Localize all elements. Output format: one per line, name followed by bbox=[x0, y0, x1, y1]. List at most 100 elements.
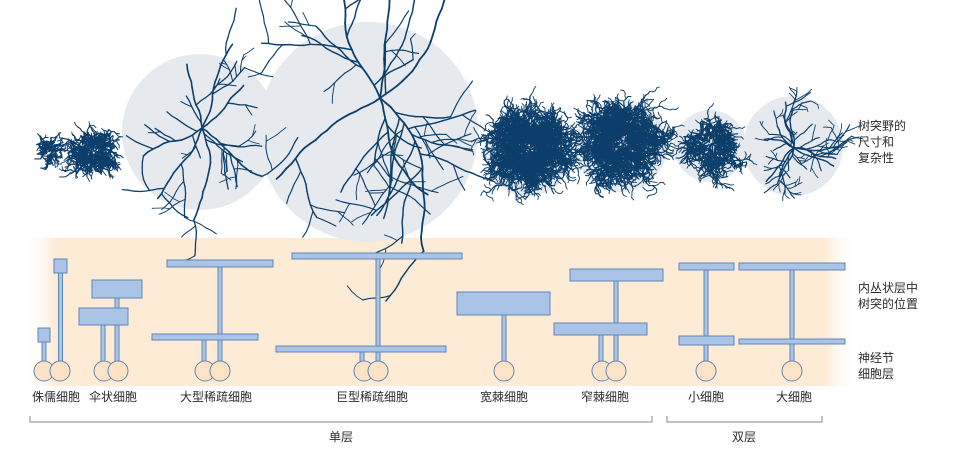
dendrite-parasol bbox=[62, 169, 66, 173]
dendrite-parasol bbox=[74, 153, 77, 158]
dendrite-large-sparse bbox=[185, 229, 192, 234]
dendrite-large-sparse bbox=[260, 73, 268, 77]
dendrite-giant-sparse bbox=[442, 0, 446, 3]
dendrite-giant-sparse bbox=[261, 66, 266, 74]
dendrite-parasol bbox=[115, 146, 119, 151]
dendrite-large-sparse bbox=[235, 170, 238, 178]
dendrite-parasol bbox=[75, 164, 78, 168]
dendrite-giant-sparse bbox=[440, 1, 445, 10]
dendrite-dwarf bbox=[61, 139, 64, 144]
dendrite-broad-thorny bbox=[577, 180, 580, 185]
dendrite-giant-sparse bbox=[315, 25, 322, 32]
dendrite-parasol bbox=[65, 174, 69, 178]
dendrite-large-sparse bbox=[211, 87, 215, 95]
dendrite-giant-sparse bbox=[368, 297, 378, 299]
dendrite-parasol bbox=[85, 132, 87, 137]
dendrite-giant-sparse bbox=[264, 60, 270, 68]
dendrite-dwarf bbox=[58, 151, 63, 155]
dendrite-giant-sparse bbox=[263, 22, 267, 31]
dendrite-large-sparse bbox=[201, 190, 204, 199]
dendrite-large-sparse bbox=[224, 42, 227, 50]
dendrite-dwarf bbox=[57, 131, 60, 136]
dendrite-parasol bbox=[116, 156, 121, 159]
dendrite-giant-sparse bbox=[421, 215, 425, 225]
dendrite-giant-sparse bbox=[421, 173, 424, 183]
dendrite-giant-sparse bbox=[344, 21, 347, 31]
dendrite-large-sparse bbox=[226, 102, 235, 105]
dendrite-large-sparse bbox=[158, 211, 166, 215]
dendrite-dwarf bbox=[49, 160, 52, 165]
dendrite-giant-sparse bbox=[422, 194, 426, 204]
dendrite-parasol bbox=[75, 162, 79, 166]
dendrite-giant-sparse bbox=[301, 23, 310, 26]
dendrite-large-sparse bbox=[234, 7, 237, 15]
dendrite-large-sparse bbox=[229, 25, 233, 32]
dendrite-giant-sparse bbox=[411, 45, 414, 54]
dendrite-large-sparse bbox=[183, 198, 186, 206]
dendrite-parasol bbox=[103, 140, 106, 145]
dendrite-parasol bbox=[83, 133, 85, 138]
dendrite-parasol bbox=[104, 155, 109, 157]
dendrite-large-sparse bbox=[192, 92, 195, 101]
dendrite-large-sparse bbox=[227, 30, 231, 38]
dendrite-parasol bbox=[109, 134, 114, 139]
dendrite-parasol bbox=[118, 167, 122, 171]
dendrite-giant-sparse bbox=[259, 1, 263, 10]
dendrite-parasol bbox=[103, 172, 107, 176]
dendrite-large-sparse bbox=[194, 225, 198, 233]
dendrite-dwarf bbox=[38, 141, 42, 145]
dendrite-large-sparse bbox=[184, 186, 187, 194]
dendrite-parasol bbox=[70, 157, 74, 162]
dendrite-giant-sparse bbox=[471, 172, 480, 177]
dendrite-giant-sparse bbox=[279, 25, 288, 28]
dendrite-dwarf bbox=[36, 151, 41, 155]
dendrite-broad-thorny bbox=[482, 173, 487, 176]
dendrite-giant-sparse bbox=[421, 115, 431, 119]
dendrite-parasol bbox=[72, 133, 76, 138]
dendrite-broad-thorny bbox=[501, 113, 504, 117]
dendrite-giant-sparse bbox=[288, 43, 298, 47]
dendrite-giant-sparse bbox=[390, 49, 399, 51]
dendrite-large-sparse bbox=[236, 164, 239, 172]
dendrite-giant-sparse bbox=[305, 224, 310, 232]
dendrite-broad-thorny bbox=[565, 185, 568, 190]
dendrite-parasol bbox=[74, 121, 77, 126]
dendrite-giant-sparse bbox=[409, 11, 414, 20]
dendrite-large-sparse bbox=[210, 99, 214, 107]
dendrite-parasol bbox=[92, 128, 96, 133]
dendrite-dwarf bbox=[39, 143, 42, 147]
dendrite-parasol bbox=[78, 136, 82, 140]
dendrite-dwarf bbox=[55, 152, 59, 157]
dendritic-fields bbox=[122, 22, 843, 242]
dendrite-parasol bbox=[77, 126, 81, 130]
dendrite-dwarf bbox=[56, 163, 59, 168]
field-circle-giant-sparse bbox=[258, 22, 478, 242]
layer-band bbox=[22, 238, 858, 386]
dendrite-large-sparse bbox=[186, 63, 189, 71]
dendrite-large-sparse bbox=[227, 144, 236, 147]
dendrite-parasol bbox=[117, 164, 120, 169]
dendrite-giant-sparse bbox=[305, 183, 308, 193]
dendrite-large-sparse bbox=[172, 206, 179, 213]
dendrite-large-sparse bbox=[205, 227, 212, 231]
dendrite-giant-sparse bbox=[337, 46, 346, 50]
dendrite-giant-sparse bbox=[258, 0, 261, 3]
dendrite-parasol bbox=[88, 121, 91, 126]
dendrite-giant-sparse bbox=[433, 20, 438, 30]
dendrite-giant-sparse bbox=[267, 35, 270, 44]
dendrite-large-sparse bbox=[139, 190, 148, 193]
dendrite-large-sparse bbox=[243, 51, 250, 56]
dendrite-giant-sparse bbox=[428, 116, 438, 119]
dendrite-parasol bbox=[61, 166, 64, 170]
dendrite-large-sparse bbox=[194, 237, 197, 245]
dendrite-parasol bbox=[111, 167, 115, 171]
dendrite-giant-sparse bbox=[374, 150, 377, 160]
dendrite-giant-sparse bbox=[412, 0, 416, 6]
dendrite-large-sparse bbox=[195, 221, 202, 226]
dendrite-giant-sparse bbox=[391, 162, 394, 172]
dendrite-broad-thorny bbox=[537, 196, 539, 200]
dendrite-giant-sparse bbox=[386, 13, 390, 23]
dendrite-giant-sparse bbox=[407, 17, 411, 27]
dendrite-parasol bbox=[65, 155, 69, 160]
dendrite-dwarf bbox=[36, 147, 39, 152]
